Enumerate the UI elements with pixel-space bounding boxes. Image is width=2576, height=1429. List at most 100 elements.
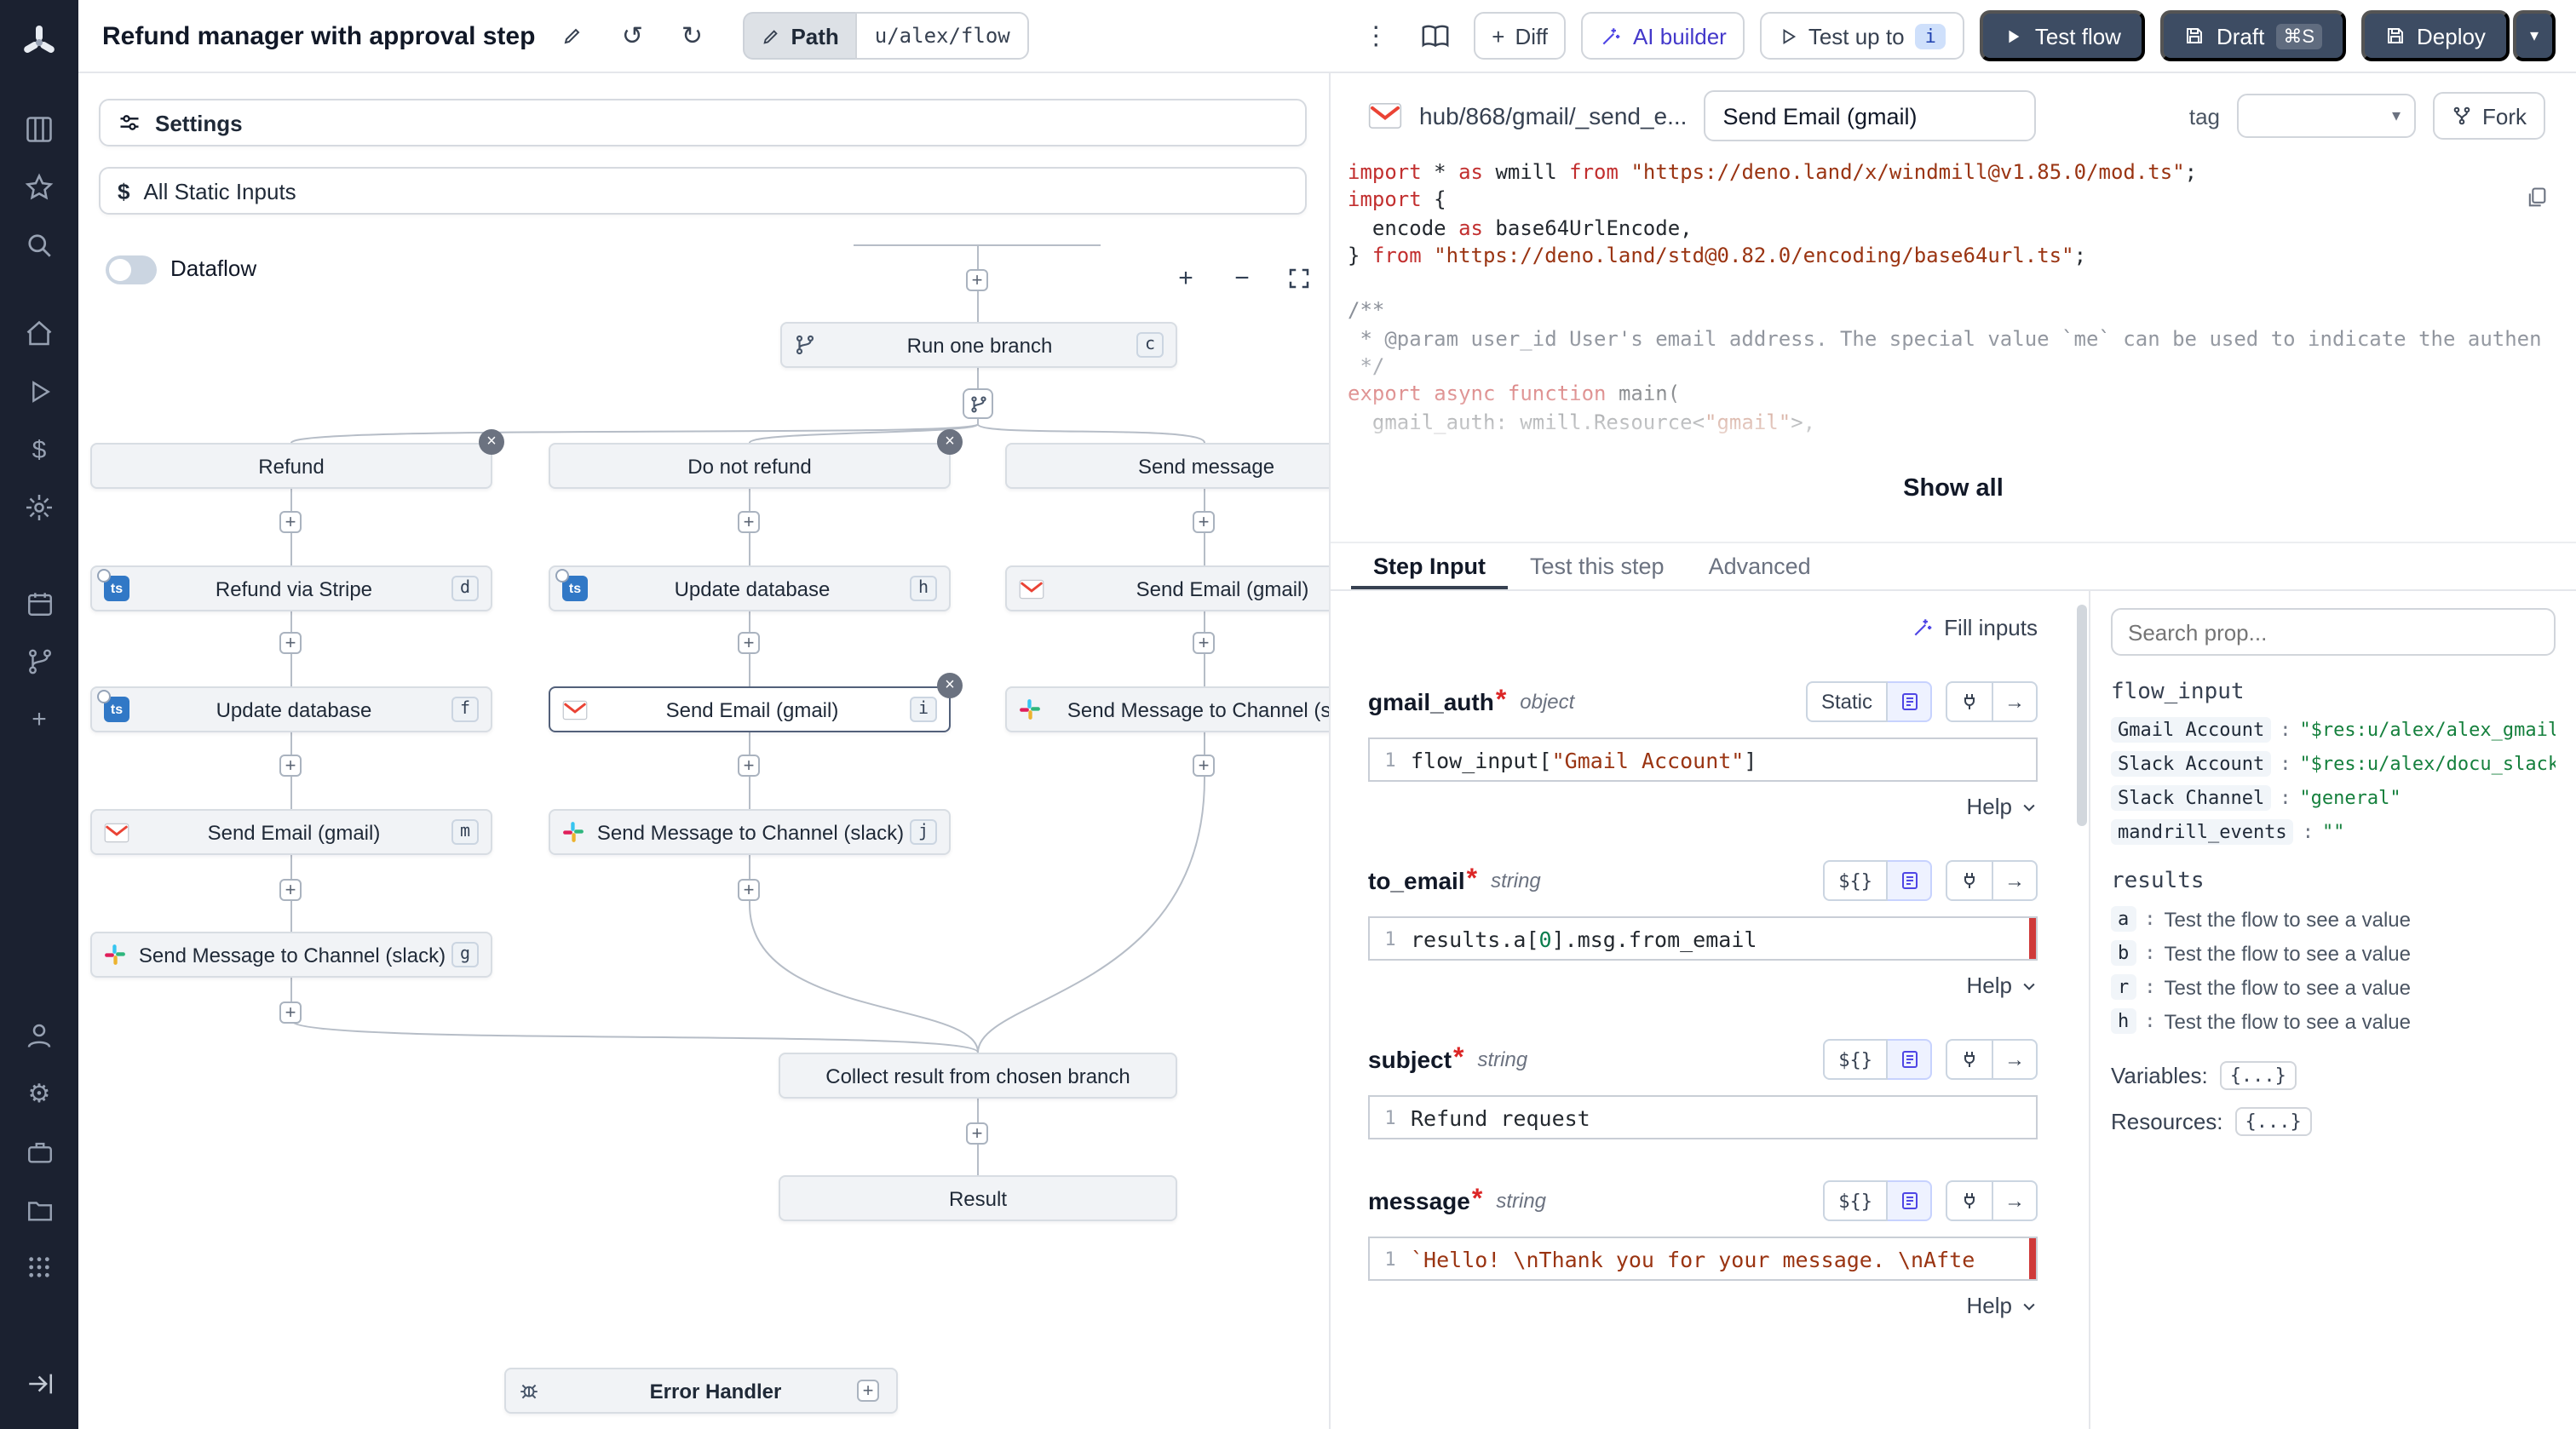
step-name-input[interactable] (1704, 90, 2037, 141)
dataflow-toggle[interactable] (106, 255, 157, 284)
flow-node-refund-via-stripe[interactable]: ts Refund via Stripe d (90, 565, 492, 611)
workers-briefcase-icon[interactable] (15, 1128, 63, 1175)
tab-advanced[interactable]: Advanced (1708, 554, 1811, 579)
apps-grid-icon[interactable] (15, 1243, 63, 1291)
fit-view-button[interactable] (1281, 261, 1315, 295)
search-icon[interactable] (15, 221, 63, 269)
result-row[interactable]: h: Test the flow to see a value (2111, 1008, 2556, 1034)
path-value[interactable]: u/alex/flow (855, 12, 1029, 60)
variables-expand-chip[interactable]: {...} (2219, 1061, 2297, 1090)
add-step-button[interactable]: + (1193, 755, 1215, 777)
expression-editor-icon[interactable] (1888, 1180, 1932, 1221)
show-all-button[interactable]: Show all (1903, 475, 2004, 502)
connect-input-plug-icon[interactable] (1946, 1039, 1993, 1080)
expression-editor-icon[interactable] (1888, 681, 1932, 722)
branch-header-do-not-refund[interactable]: Do not refund (549, 443, 951, 489)
add-step-button[interactable]: + (966, 269, 988, 291)
branch-split-icon[interactable] (963, 388, 993, 419)
tab-step-input[interactable]: Step Input (1351, 543, 1508, 589)
redo-icon[interactable]: ↻ (681, 22, 703, 51)
insert-arrow-icon[interactable]: → (1993, 1039, 2038, 1080)
help-toggle[interactable]: Help (1368, 973, 2038, 998)
static-mode-button[interactable]: Static (1805, 681, 1888, 722)
branch-header-send-message[interactable]: Send message (1005, 443, 1329, 489)
flow-node-collect-result[interactable]: Collect result from chosen branch (779, 1053, 1177, 1099)
add-step-button[interactable]: + (966, 1122, 988, 1145)
flow-node-run-one-branch[interactable]: Run one branch c (780, 322, 1177, 368)
folders-icon[interactable] (15, 1185, 63, 1233)
create-plus-icon[interactable]: + (32, 704, 47, 733)
expr-mode-button[interactable]: ${} (1823, 860, 1888, 901)
to-email-input-editor[interactable]: 1 results.a[0].msg.from_email (1368, 916, 2038, 961)
flow-node-send-email-selected[interactable]: Send Email (gmail) i (549, 686, 951, 732)
settings-gear-icon[interactable]: ⚙ (27, 1080, 51, 1109)
edit-title-pencil-icon[interactable] (550, 14, 595, 58)
favorites-star-icon[interactable] (15, 164, 63, 211)
zoom-in-button[interactable]: + (1178, 263, 1193, 292)
add-step-button[interactable]: + (279, 1001, 302, 1024)
add-step-button[interactable]: + (738, 879, 760, 901)
windmill-logo-icon[interactable] (15, 19, 63, 66)
flow-node-send-slack-3[interactable]: Send Message to Channel (slack) (1005, 686, 1329, 732)
result-row[interactable]: a: Test the flow to see a value (2111, 906, 2556, 932)
fork-button[interactable]: Fork (2433, 92, 2545, 140)
gmail-auth-input-editor[interactable]: 1 flow_input["Gmail Account"] (1368, 737, 2038, 782)
code-editor[interactable]: import * as wmill from "https://deno.lan… (1348, 160, 2542, 434)
flow-node-send-slack-1[interactable]: Send Message to Channel (slack) g (90, 932, 492, 978)
message-input-editor[interactable]: 1 `Hello! \nThank you for your message. … (1368, 1237, 2038, 1281)
add-step-button[interactable]: + (279, 511, 302, 533)
diff-button[interactable]: + Diff (1473, 12, 1567, 60)
test-flow-button[interactable]: Test flow (1980, 10, 2145, 61)
schedules-calendar-icon[interactable] (15, 579, 63, 627)
docs-book-icon[interactable] (1413, 14, 1458, 58)
add-step-button[interactable]: + (738, 755, 760, 777)
user-icon[interactable] (15, 1012, 63, 1059)
add-step-button[interactable]: + (279, 879, 302, 901)
connect-input-plug-icon[interactable] (1946, 1180, 1993, 1221)
delete-step-icon[interactable]: × (937, 673, 963, 698)
prop-row[interactable]: Slack Account: "$res:u/alex/docu_slack" (2111, 751, 2556, 777)
flow-settings-bar[interactable]: Settings (99, 99, 1307, 146)
draft-button[interactable]: Draft ⌘S (2159, 10, 2345, 61)
add-step-button[interactable]: + (279, 755, 302, 777)
deploy-dropdown-chevron[interactable]: ▾ (2512, 10, 2556, 61)
add-error-handler-button[interactable]: + (857, 1380, 879, 1402)
result-row[interactable]: b: Test the flow to see a value (2111, 940, 2556, 966)
branch-header-refund[interactable]: Refund (90, 443, 492, 489)
more-kebab-icon[interactable]: ⋮ (1363, 22, 1389, 51)
flow-node-update-database-2[interactable]: ts Update database h (549, 565, 951, 611)
runs-play-icon[interactable] (15, 368, 63, 416)
expr-mode-button[interactable]: ${} (1823, 1180, 1888, 1221)
add-step-button[interactable]: + (279, 632, 302, 654)
triggers-branch-icon[interactable] (15, 637, 63, 685)
undo-icon[interactable]: ↺ (621, 22, 643, 51)
ai-builder-button[interactable]: AI builder (1581, 12, 1745, 60)
tab-test-this-step[interactable]: Test this step (1530, 554, 1665, 579)
expression-editor-icon[interactable] (1888, 1039, 1932, 1080)
test-up-to-button[interactable]: Test up to i (1760, 12, 1965, 60)
delete-branch-do-not-refund-icon[interactable]: × (937, 429, 963, 455)
subject-input-editor[interactable]: 1 Refund request (1368, 1095, 2038, 1139)
search-prop-input[interactable] (2111, 608, 2556, 656)
flow-node-send-slack-2[interactable]: Send Message to Channel (slack) j (549, 809, 951, 855)
board-icon[interactable] (15, 106, 63, 153)
path-button[interactable]: Path (743, 12, 856, 60)
delete-branch-refund-icon[interactable]: × (479, 429, 504, 455)
flow-node-send-email-3[interactable]: Send Email (gmail) (1005, 565, 1329, 611)
add-step-button[interactable]: + (1193, 511, 1215, 533)
resources-expand-chip[interactable]: {...} (2234, 1107, 2312, 1136)
flow-node-send-email-1[interactable]: Send Email (gmail) m (90, 809, 492, 855)
insert-arrow-icon[interactable]: → (1993, 681, 2038, 722)
help-toggle[interactable]: Help (1368, 1293, 2038, 1318)
flow-node-error-handler[interactable]: Error Handler (504, 1368, 898, 1414)
prop-row[interactable]: Gmail Account: "$res:u/alex/alex_gmail" (2111, 717, 2556, 743)
expression-editor-icon[interactable] (1888, 860, 1932, 901)
zoom-out-button[interactable]: − (1234, 263, 1250, 292)
hub-icon[interactable] (15, 484, 63, 531)
tag-select[interactable]: ▾ (2237, 94, 2416, 138)
flow-node-result[interactable]: Result (779, 1175, 1177, 1221)
add-step-button[interactable]: + (738, 511, 760, 533)
flow-node-update-database-1[interactable]: ts Update database f (90, 686, 492, 732)
expand-sidebar-arrow-icon[interactable] (15, 1359, 63, 1407)
results-heading[interactable]: results (2111, 869, 2205, 894)
